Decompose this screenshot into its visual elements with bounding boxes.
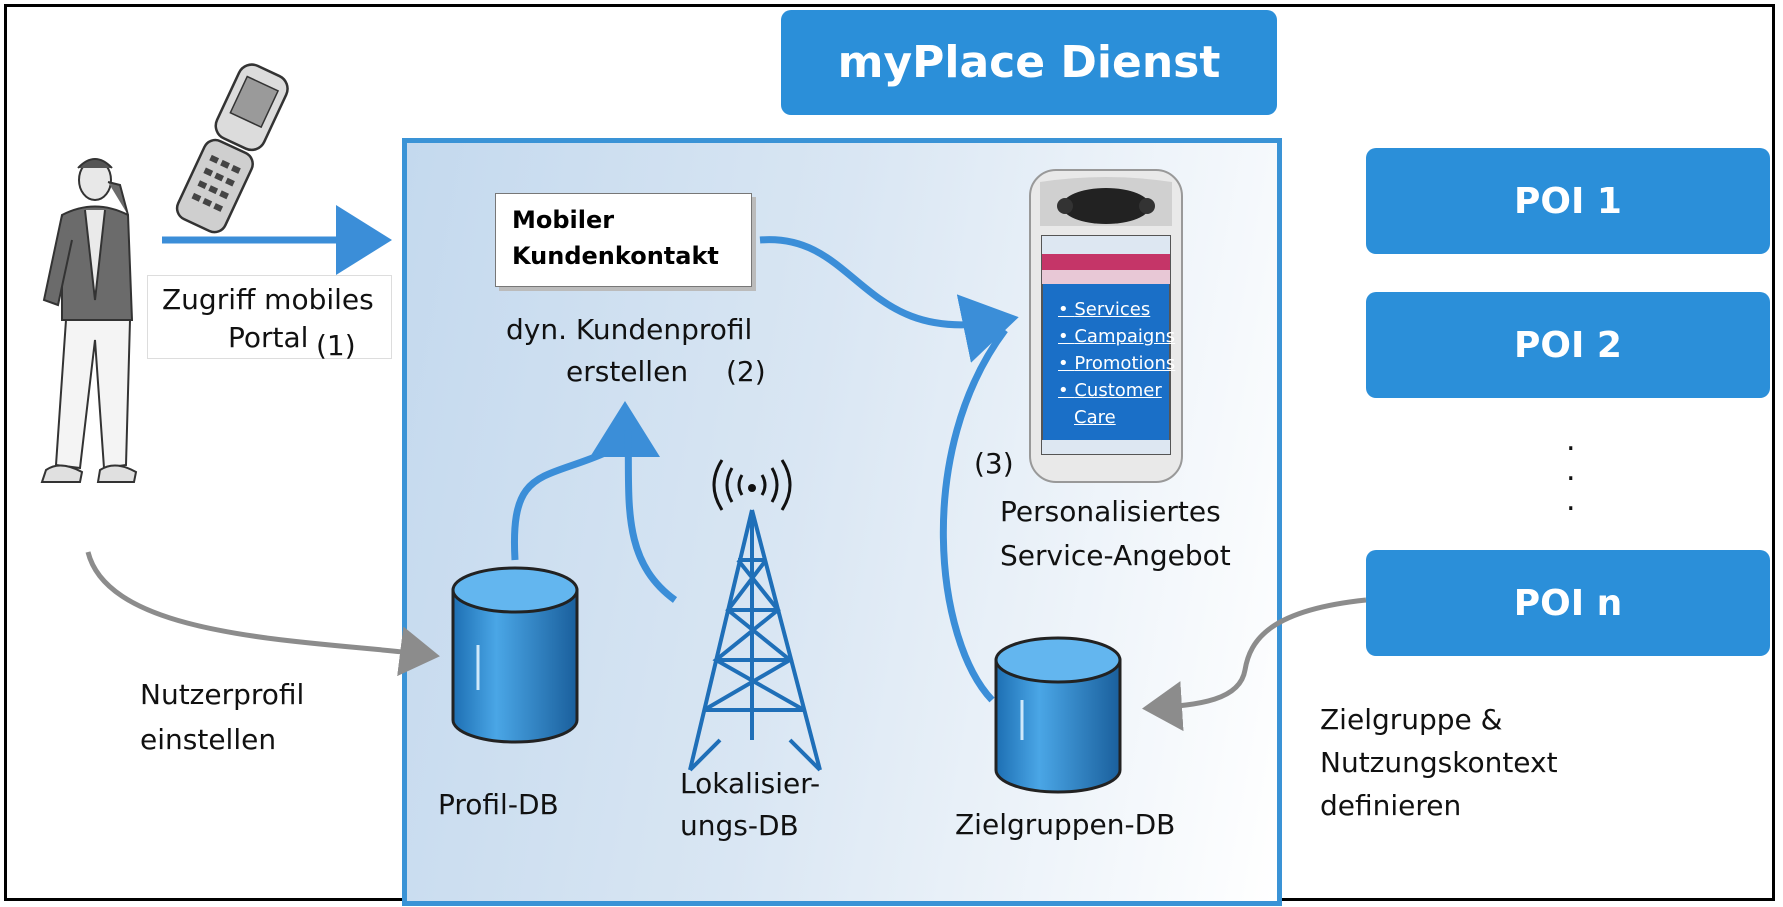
arrow-contact-to-offer [759, 236, 1019, 363]
user-profile-line1: Nutzerprofil [140, 678, 305, 711]
localization-db-line1: Lokalisier- [680, 767, 821, 800]
phone-menu-item[interactable]: • Services [1058, 299, 1151, 320]
arrow-target-db-to-offer [939, 327, 1008, 703]
user-profile-line2: einstellen [140, 723, 277, 756]
phone-menu-item[interactable]: Care [1058, 404, 1175, 431]
smartphone-icon [1029, 169, 1183, 483]
phone-menu-item-label: Campaigns [1074, 326, 1176, 347]
database-icon [451, 566, 579, 744]
phone-menu-item-label: Services [1074, 299, 1151, 320]
access-label-box [147, 275, 392, 359]
define-line2: Nutzungskontext [1320, 746, 1558, 779]
step-3-label: (3) [974, 447, 1014, 480]
person-icon [40, 158, 138, 483]
target-db-label: Zielgruppen-DB [955, 808, 1176, 841]
phone-menu-item[interactable]: • Promotions [1058, 353, 1176, 374]
arrow-user-profile-to-db [85, 551, 440, 677]
poi-ellipsis: . . . [1566, 426, 1576, 516]
localization-db-line2: ungs-DB [680, 809, 799, 842]
note-line1: Mobiler [512, 206, 615, 234]
access-line2: Portal [228, 321, 309, 354]
phone-menu-item-label: Promotions [1074, 353, 1176, 374]
profile-create-line2: erstellen [566, 355, 689, 388]
arrow-poi-to-target-db [1142, 597, 1367, 732]
phone-menu-item[interactable]: • Campaigns [1058, 326, 1176, 347]
arrow-profile-db-to-contact [510, 401, 660, 561]
step-2-label: (2) [726, 355, 766, 388]
offer-line1: Personalisiertes [1000, 495, 1221, 528]
ellipsis-dot: . [1566, 423, 1576, 458]
arrow-localization-db-to-contact [624, 429, 678, 603]
service-title: myPlace Dienst [781, 10, 1277, 115]
profile-create-line1: dyn. Kundenprofil [506, 313, 753, 346]
phone-menu-item[interactable]: • Customer [1058, 380, 1162, 401]
poi-2-box: POI 2 [1366, 292, 1770, 398]
offer-line2: Service-Angebot [1000, 539, 1231, 572]
customer-contact-note: Mobiler Kundenkontakt [495, 193, 752, 287]
poi-n-box: POI n [1366, 550, 1770, 656]
radio-tower-icon [688, 459, 822, 772]
database-icon [994, 636, 1122, 794]
phone-menu: • Services • Campaigns • Promotions • Cu… [1058, 296, 1175, 431]
poi-1-box: POI 1 [1366, 148, 1770, 254]
phone-menu-item-label: Customer [1074, 380, 1162, 401]
ellipsis-dot: . [1566, 483, 1576, 518]
phone-menu-item-label: Care [1074, 407, 1116, 428]
step-1-label: (1) [316, 329, 356, 362]
access-line1: Zugriff mobiles [162, 283, 374, 316]
note-line2: Kundenkontakt [512, 242, 719, 270]
ellipsis-dot: . [1566, 453, 1576, 488]
define-line3: definieren [1320, 789, 1462, 822]
flip-phone-icon [175, 63, 289, 234]
define-line1: Zielgruppe & [1320, 703, 1503, 736]
profile-db-label: Profil-DB [438, 788, 559, 821]
